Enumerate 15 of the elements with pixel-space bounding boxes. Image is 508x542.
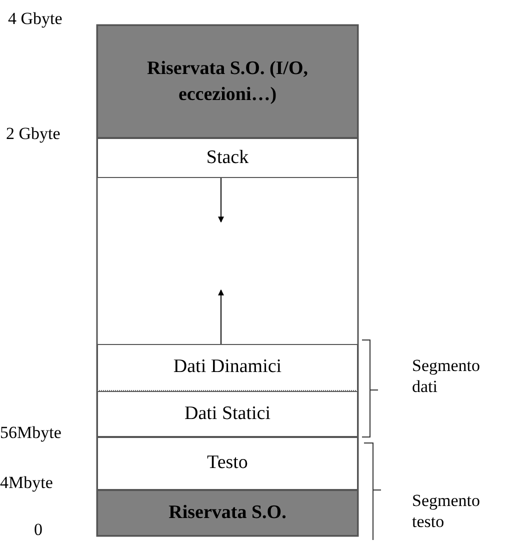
segment-label: Segmento testo (412, 490, 481, 532)
reserved-segment: Riservata S.O. (97, 490, 358, 536)
memory-segment: Stack (97, 138, 358, 178)
memory-segment: Testo (97, 437, 358, 490)
reserved-segment: Riservata S.O. (I/O, eccezioni…) (97, 25, 358, 138)
memory-segment: Dati Dinamici (97, 344, 358, 391)
address-label: 56Mbyte (0, 422, 62, 443)
segment-label: Segmento dati (412, 355, 481, 397)
address-label: 2 Gbyte (6, 123, 62, 144)
address-label: 4 Gbyte (8, 8, 64, 29)
address-label: 4Mbyte (0, 472, 54, 493)
arrow (218, 289, 224, 344)
memory-segment: Dati Statici (97, 391, 358, 437)
arrow (218, 178, 224, 223)
address-label: 0 (34, 519, 44, 540)
